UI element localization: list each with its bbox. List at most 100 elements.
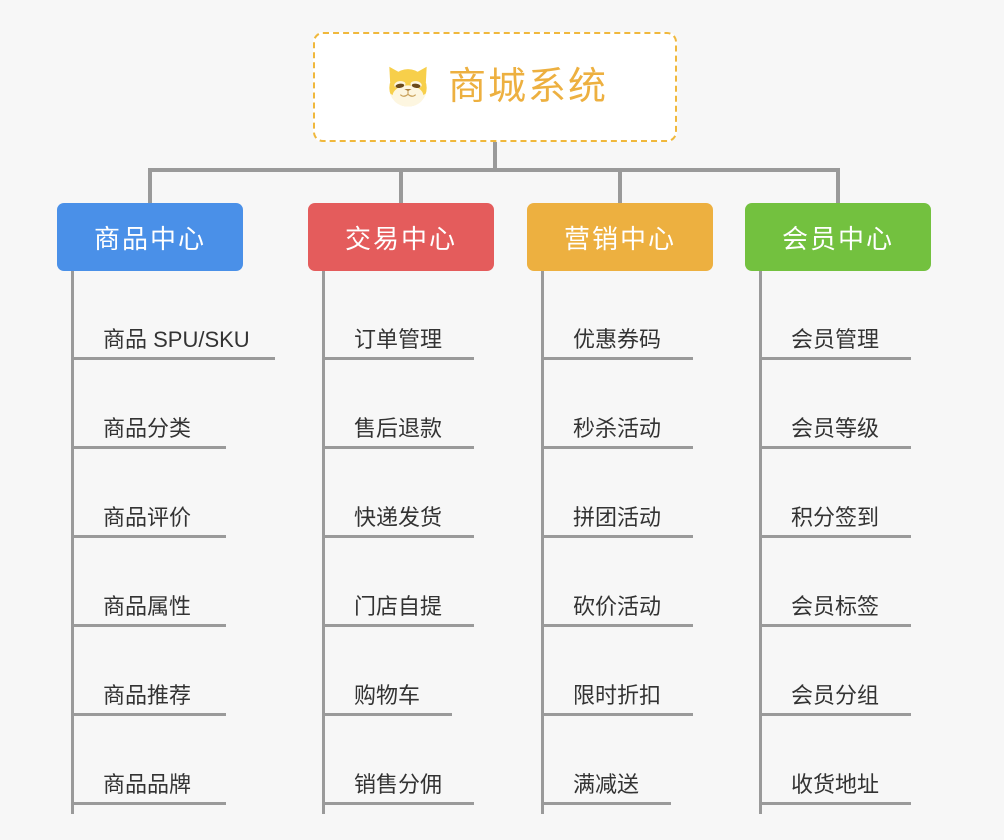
category-header-1[interactable]: 商品中心 [57, 203, 243, 271]
leaf-underline [322, 713, 452, 716]
column-spine-1 [71, 271, 74, 814]
leaf-underline [71, 446, 226, 449]
leaf-list-3: 优惠券码 秒杀活动 拼团活动 砍价活动 限时折扣 满减送 [527, 271, 713, 805]
category-header-label: 交易中心 [344, 223, 457, 254]
category-header-4[interactable]: 会员中心 [745, 203, 931, 271]
column-spine-3 [541, 271, 544, 814]
leaf-label: 快递发货 [354, 505, 443, 530]
leaf-underline [322, 624, 474, 627]
category-header-label: 商品中心 [93, 223, 206, 254]
leaf-item[interactable]: 秒杀活动 [527, 360, 713, 449]
leaf-label: 优惠券码 [573, 327, 662, 352]
horizontal-bus-connector [148, 168, 840, 172]
leaf-label: 秒杀活动 [573, 416, 662, 441]
leaf-underline [541, 357, 693, 360]
leaf-item[interactable]: 快递发货 [308, 449, 494, 538]
leaf-label: 拼团活动 [573, 505, 662, 530]
leaf-underline [541, 713, 693, 716]
leaf-item[interactable]: 限时折扣 [527, 627, 713, 716]
leaf-label: 砍价活动 [573, 594, 662, 619]
leaf-item[interactable]: 满减送 [527, 716, 713, 805]
leaf-label: 收货地址 [791, 772, 880, 797]
leaf-list-2: 订单管理 售后退款 快递发货 门店自提 购物车 销售分佣 [308, 271, 494, 805]
leaf-label: 会员等级 [791, 416, 880, 441]
leaf-item[interactable]: 商品属性 [57, 538, 243, 627]
leaf-underline [759, 446, 911, 449]
leaf-label: 售后退款 [354, 416, 443, 441]
leaf-underline [541, 446, 693, 449]
leaf-item[interactable]: 商品品牌 [57, 716, 243, 805]
leaf-item[interactable]: 会员等级 [745, 360, 931, 449]
leaf-underline [759, 802, 911, 805]
leaf-item[interactable]: 商品评价 [57, 449, 243, 538]
leaf-label: 满减送 [573, 772, 640, 797]
leaf-item[interactable]: 会员分组 [745, 627, 931, 716]
leaf-item[interactable]: 会员标签 [745, 538, 931, 627]
leaf-item[interactable]: 砍价活动 [527, 538, 713, 627]
leaf-label: 商品品牌 [103, 772, 192, 797]
category-header-2[interactable]: 交易中心 [308, 203, 494, 271]
drop-connector-2 [399, 168, 403, 205]
leaf-underline [541, 802, 671, 805]
leaf-list-4: 会员管理 会员等级 积分签到 会员标签 会员分组 收货地址 [745, 271, 931, 805]
leaf-label: 门店自提 [354, 594, 443, 619]
leaf-label: 会员管理 [791, 327, 880, 352]
leaf-item[interactable]: 销售分佣 [308, 716, 494, 805]
category-column-4: 会员中心 会员管理 会员等级 积分签到 会员标签 会员分组 [745, 203, 931, 814]
leaf-label: 限时折扣 [573, 683, 662, 708]
leaf-label: 商品分类 [103, 416, 192, 441]
category-header-label: 营销中心 [563, 223, 676, 254]
leaf-label: 购物车 [354, 683, 421, 708]
leaf-item[interactable]: 商品 SPU/SKU [57, 271, 275, 360]
leaf-underline [71, 535, 226, 538]
leaf-underline [541, 535, 693, 538]
root-node[interactable]: 商城系统 [313, 32, 677, 142]
column-spine-2 [322, 271, 325, 814]
leaf-item[interactable]: 积分签到 [745, 449, 931, 538]
leaf-underline [71, 357, 275, 360]
column-spine-4 [759, 271, 762, 814]
shiba-dog-icon [389, 66, 427, 107]
drop-connector-4 [836, 168, 840, 205]
leaf-item[interactable]: 订单管理 [308, 271, 494, 360]
leaf-item[interactable]: 拼团活动 [527, 449, 713, 538]
leaf-item[interactable]: 商品分类 [57, 360, 243, 449]
leaf-item[interactable]: 会员管理 [745, 271, 931, 360]
leaf-item[interactable]: 门店自提 [308, 538, 494, 627]
root-title: 商城系统 [447, 66, 608, 108]
leaf-item[interactable]: 购物车 [308, 627, 494, 716]
leaf-underline [759, 624, 911, 627]
leaf-underline [322, 446, 474, 449]
leaf-item[interactable]: 商品推荐 [57, 627, 243, 716]
leaf-item[interactable]: 优惠券码 [527, 271, 713, 360]
category-header-label: 会员中心 [781, 223, 894, 254]
leaf-underline [759, 357, 911, 360]
leaf-underline [322, 535, 474, 538]
leaf-underline [759, 535, 911, 538]
leaf-label: 商品评价 [103, 505, 192, 530]
leaf-label: 商品 SPU/SKU [103, 327, 250, 352]
leaf-underline [71, 802, 226, 805]
leaf-underline [322, 802, 474, 805]
category-column-3: 营销中心 优惠券码 秒杀活动 拼团活动 砍价活动 限时折扣 [527, 203, 713, 814]
leaf-label: 会员分组 [791, 683, 880, 708]
leaf-underline [541, 624, 693, 627]
leaf-item[interactable]: 收货地址 [745, 716, 931, 805]
drop-connector-1 [148, 168, 152, 205]
leaf-underline [759, 713, 911, 716]
leaf-label: 订单管理 [354, 327, 443, 352]
leaf-underline [71, 624, 226, 627]
category-column-2: 交易中心 订单管理 售后退款 快递发货 门店自提 购物车 [308, 203, 494, 814]
leaf-label: 会员标签 [791, 594, 880, 619]
leaf-label: 积分签到 [791, 505, 880, 530]
leaf-label: 销售分佣 [354, 772, 443, 797]
leaf-label: 商品推荐 [103, 683, 192, 708]
category-header-3[interactable]: 营销中心 [527, 203, 713, 271]
leaf-item[interactable]: 售后退款 [308, 360, 494, 449]
leaf-list-1: 商品 SPU/SKU 商品分类 商品评价 商品属性 商品推荐 商品品牌 [57, 271, 275, 805]
drop-connector-3 [618, 168, 622, 205]
leaf-label: 商品属性 [103, 594, 192, 619]
root-stem-connector [493, 142, 497, 170]
category-column-1: 商品中心 商品 SPU/SKU 商品分类 商品评价 商品属性 商品推荐 [57, 203, 275, 814]
